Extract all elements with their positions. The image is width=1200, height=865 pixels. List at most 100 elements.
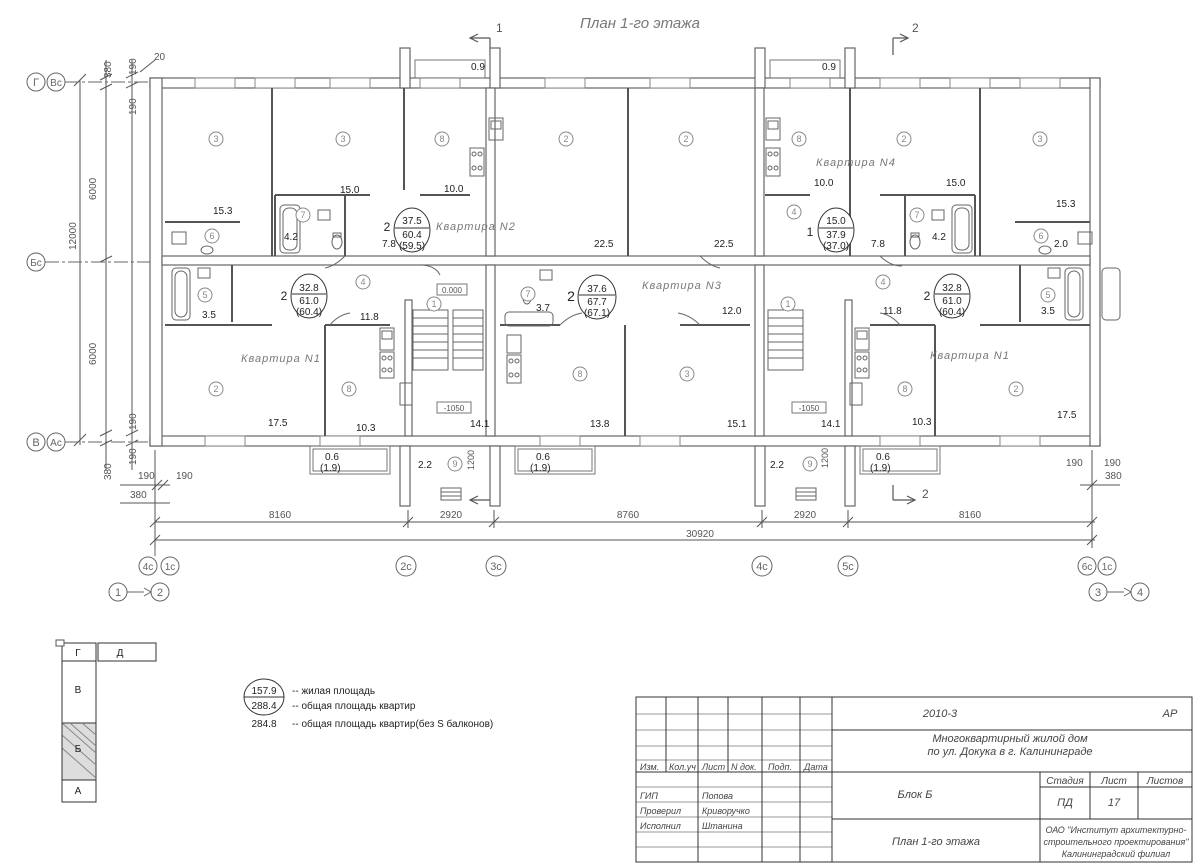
room-no-3: 8 bbox=[439, 134, 444, 144]
legend-total-value: 288.4 bbox=[251, 701, 276, 712]
apt1-rooms: 2 bbox=[281, 289, 288, 303]
tb-executor-label: Исполнил bbox=[640, 821, 681, 831]
stair-dim-1200-left: 1200 bbox=[466, 450, 476, 470]
area-6: 0.9 bbox=[471, 62, 485, 73]
area-1: 15.0 bbox=[340, 185, 360, 196]
key-v: В bbox=[75, 685, 82, 696]
dim-8160-right: 8160 bbox=[959, 510, 982, 521]
partitions bbox=[165, 88, 1090, 436]
apartment-area-bubbles bbox=[290, 207, 971, 320]
area-27: 14.1 bbox=[821, 419, 841, 430]
tb-project-line2: по ул. Докука в г. Калининграде bbox=[927, 746, 1092, 758]
area-7: 22.5 bbox=[594, 239, 614, 250]
room-number-labels: 3 3 8 2 2 8 2 3 7 6 5 4 1 7 4 7 1 4 6 5 … bbox=[202, 134, 1050, 469]
tb-project-line1: Многоквартирный жилой дом bbox=[932, 733, 1088, 745]
apt1-total: 61.0 bbox=[299, 296, 319, 307]
level-1050-left: -1050 bbox=[444, 404, 465, 413]
dim-12000: 12000 bbox=[68, 222, 79, 250]
tb-checked-label: Проверил bbox=[640, 806, 681, 816]
tb-col-izm: Изм. bbox=[640, 762, 659, 772]
dim-bottom-190b: 190 bbox=[176, 471, 193, 482]
tb-code: 2010-3 bbox=[922, 708, 958, 720]
room-no-26: 8 bbox=[577, 369, 582, 379]
room-no-17: 1 bbox=[785, 299, 790, 309]
level-1050-right: -1050 bbox=[799, 404, 820, 413]
apt2-living: 37.5 bbox=[402, 216, 422, 227]
section-mark-2-bottom-label: 2 bbox=[922, 487, 929, 501]
dim-20: 20 bbox=[154, 52, 166, 63]
apt4-living: 15.0 bbox=[826, 216, 846, 227]
room-no-22: 5 bbox=[1045, 290, 1050, 300]
axis-n2-label: 2 bbox=[157, 587, 163, 599]
level-marks bbox=[436, 283, 827, 414]
area-8: 22.5 bbox=[714, 239, 734, 250]
room-no-4: 2 bbox=[563, 134, 568, 144]
key-plan bbox=[55, 639, 157, 803]
room-no-16: 3 bbox=[684, 369, 689, 379]
apartment-4-label: Квартира N4 bbox=[816, 157, 896, 169]
room-no-15: 8 bbox=[902, 384, 907, 394]
apt3-nobalc: (67.1) bbox=[584, 308, 610, 319]
area-11: 15.0 bbox=[946, 178, 966, 189]
area-23: 10.3 bbox=[356, 423, 376, 434]
room-no-23: 2 bbox=[213, 384, 218, 394]
axis-v-label: В bbox=[32, 437, 39, 449]
tb-stage-label: Стадия bbox=[1046, 776, 1084, 787]
key-g: Г bbox=[75, 648, 81, 659]
apt2-total: 60.4 bbox=[402, 230, 422, 241]
axis-n4-label: 4 bbox=[1137, 587, 1143, 599]
tb-sheets-label: Листов bbox=[1146, 776, 1183, 787]
bathtub-icon bbox=[171, 204, 1121, 327]
apartment-1-label: Квартира N1 bbox=[241, 353, 321, 365]
area-34: (1.9) bbox=[530, 463, 551, 474]
area-36: 0.6 bbox=[876, 452, 890, 463]
tb-col-list: Лист bbox=[701, 762, 726, 772]
key-d: Д bbox=[117, 648, 124, 659]
dim-2920-right: 2920 bbox=[794, 510, 817, 521]
area-28: 10.3 bbox=[912, 417, 932, 428]
room-no-13: 1 bbox=[431, 299, 436, 309]
area-21: 3.5 bbox=[1041, 306, 1055, 317]
area-13: 7.8 bbox=[871, 239, 885, 250]
axis-vc-label: Вс bbox=[50, 78, 62, 89]
area-26: 15.1 bbox=[727, 419, 747, 430]
door-swings bbox=[324, 255, 903, 326]
apt3-living: 37.6 bbox=[587, 284, 607, 295]
tb-checked-name: Криворучко bbox=[702, 806, 750, 816]
title-block bbox=[635, 696, 1193, 863]
apt5-total: 61.0 bbox=[942, 296, 962, 307]
axis-2c-label: 2с bbox=[400, 561, 412, 573]
dim-6000-top: 6000 bbox=[88, 177, 99, 200]
room-no-11: 5 bbox=[202, 290, 207, 300]
room-no-6: 8 bbox=[796, 134, 801, 144]
dim-380-top: 380 bbox=[103, 61, 114, 78]
apt4-total: 37.9 bbox=[826, 230, 846, 241]
tb-block-name: Блок Б bbox=[898, 789, 933, 801]
axis-n3-label: 3 bbox=[1095, 587, 1101, 599]
dim-190-top: 190 bbox=[128, 58, 139, 75]
area-10: 10.0 bbox=[814, 178, 834, 189]
apt4-rooms: 1 bbox=[807, 225, 814, 239]
tb-gip-label: ГИП bbox=[640, 791, 658, 801]
room-no-9: 7 bbox=[300, 210, 305, 220]
section-mark-2-bottom bbox=[892, 485, 917, 505]
tb-col-data: Дата bbox=[803, 762, 828, 772]
axis-4c2-label: 4с bbox=[756, 561, 768, 573]
dim-bottom-380: 380 bbox=[130, 490, 147, 501]
room-no-18: 4 bbox=[791, 207, 796, 217]
dim-bottom-190c: 190 bbox=[1066, 458, 1083, 469]
tb-org-line3: Калининградский филиал bbox=[1062, 849, 1170, 859]
room-no-12: 4 bbox=[360, 277, 365, 287]
room-no-20: 4 bbox=[880, 277, 885, 287]
area-35: 2.2 bbox=[770, 460, 784, 471]
axis-5c-label: 5с bbox=[842, 561, 854, 573]
apartment-labels: Квартира N1 Квартира N2 Квартира N3 Квар… bbox=[241, 157, 1009, 365]
area-22: 17.5 bbox=[268, 418, 288, 429]
area-37: (1.9) bbox=[870, 463, 891, 474]
room-no-5: 2 bbox=[683, 134, 688, 144]
axis-1c-label: 1с bbox=[165, 562, 176, 573]
bottom-dimension-chains bbox=[120, 450, 1120, 548]
legend-nobalcony-value: 284.8 bbox=[251, 719, 276, 730]
kitchen-sink-icon bbox=[379, 117, 870, 406]
